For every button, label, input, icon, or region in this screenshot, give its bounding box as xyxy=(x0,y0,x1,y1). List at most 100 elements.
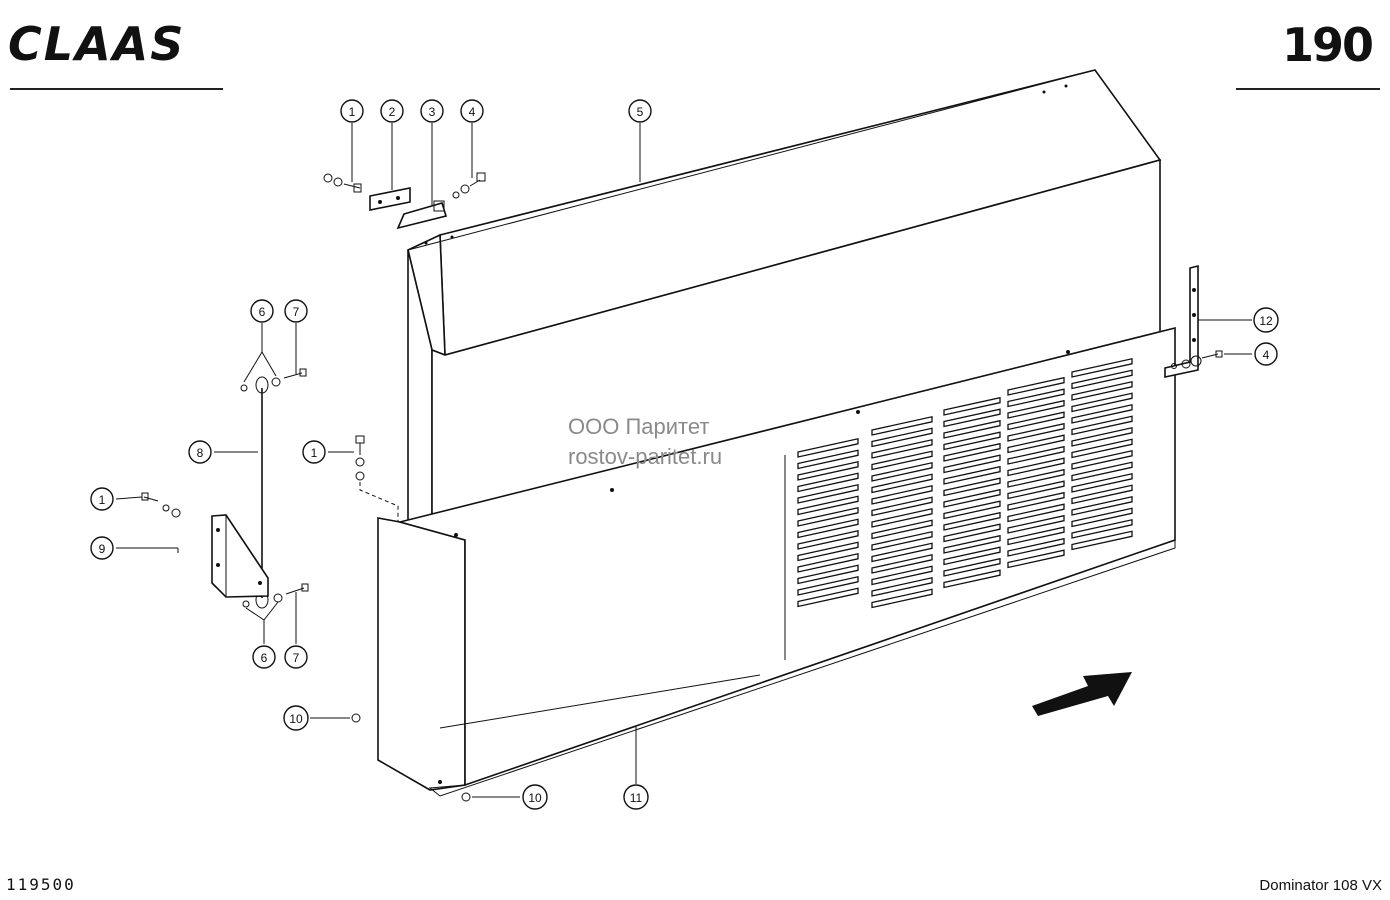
louver-slot xyxy=(943,465,1001,485)
callout-c12: 12 xyxy=(1253,307,1279,333)
callout-label: 2 xyxy=(389,105,396,119)
louver-slot xyxy=(871,461,933,482)
louver-slot xyxy=(871,507,933,528)
callout-c9: 9 xyxy=(90,536,114,560)
brand-text: CLAAS xyxy=(8,22,185,66)
direction-arrow xyxy=(1032,672,1132,716)
louver-slot xyxy=(943,534,1001,554)
louver-slot xyxy=(1071,484,1133,505)
louver-slot xyxy=(1007,445,1065,465)
callout-label: 12 xyxy=(1259,314,1273,328)
louver-slot xyxy=(871,530,933,551)
callout-label: 3 xyxy=(429,105,436,119)
louver-grille xyxy=(797,357,1133,609)
louver-slot xyxy=(871,519,933,540)
callout-label: 7 xyxy=(293,305,300,319)
side-bracket xyxy=(1164,264,1223,378)
lower-panel xyxy=(377,326,1176,797)
louver-slot xyxy=(1071,449,1133,470)
louver-slot xyxy=(871,438,933,459)
louver-slot xyxy=(1007,537,1065,557)
louver-slot xyxy=(943,454,1001,474)
leader-lines xyxy=(115,123,1252,798)
louver-slot xyxy=(1071,472,1133,493)
callout-c10b: 10 xyxy=(522,784,548,810)
callout-c6b: 6 xyxy=(252,645,276,669)
center-bolt xyxy=(355,435,399,522)
louver-slot xyxy=(1007,388,1065,408)
callout-label: 9 xyxy=(99,542,106,556)
louver-slot xyxy=(1007,422,1065,442)
callout-label: 4 xyxy=(469,105,476,119)
callout-c5: 5 xyxy=(628,99,652,123)
callout-c8: 8 xyxy=(188,440,212,464)
louver-slot xyxy=(871,450,933,471)
louver-slot xyxy=(943,511,1001,531)
louver-slot xyxy=(797,541,859,562)
louver-slot xyxy=(943,500,1001,520)
louver-slot xyxy=(943,431,1001,451)
louver-slot xyxy=(1007,411,1065,431)
louver-slot xyxy=(1071,426,1133,447)
header-rule-left xyxy=(10,88,223,90)
mounting-bracket xyxy=(141,492,269,598)
callout-label: 6 xyxy=(259,305,266,319)
callout-label: 8 xyxy=(197,446,204,460)
louver-slot xyxy=(871,496,933,517)
callout-label: 6 xyxy=(261,651,268,665)
louver-slot xyxy=(797,449,859,470)
louver-slot xyxy=(871,415,933,436)
watermark-company: ООО Паритет xyxy=(568,414,710,439)
upper-hood xyxy=(407,69,1162,532)
louver-slot xyxy=(943,523,1001,543)
louver-slot xyxy=(1071,461,1133,482)
claas-logo: CLAAS xyxy=(8,22,185,66)
louver-slot xyxy=(1071,530,1133,551)
watermark-url: rostov-paritet.ru xyxy=(568,444,723,469)
callout-label: 10 xyxy=(289,712,303,726)
callout-c1c: 1 xyxy=(90,487,114,511)
louver-slot xyxy=(1007,514,1065,534)
louver-slot xyxy=(943,557,1001,577)
louver-slot xyxy=(797,518,859,539)
callout-label: 4 xyxy=(1263,348,1270,362)
louver-slot xyxy=(1007,434,1065,454)
callout-label: 5 xyxy=(637,105,644,119)
louver-slot xyxy=(943,488,1001,508)
louver-slot xyxy=(943,442,1001,462)
louver-slot xyxy=(797,529,859,550)
callout-c7b: 7 xyxy=(284,645,308,669)
louver-slot xyxy=(943,569,1001,589)
callout-label: 11 xyxy=(630,791,643,805)
louver-slot xyxy=(797,495,859,516)
louver-slot xyxy=(871,542,933,563)
callout-c7a: 7 xyxy=(284,299,308,323)
louver-slot xyxy=(1071,380,1133,401)
louver-slot xyxy=(1071,369,1133,390)
louver-slot xyxy=(871,484,933,505)
callout-c6a: 6 xyxy=(250,299,274,323)
louver-slot xyxy=(943,546,1001,566)
nut-left xyxy=(351,713,361,723)
louver-slot xyxy=(1071,357,1133,378)
louver-slot xyxy=(943,408,1001,428)
louver-slot xyxy=(1007,399,1065,419)
louver-slot xyxy=(797,552,859,573)
louver-slot xyxy=(797,483,859,504)
louver-slot xyxy=(797,437,859,458)
louver-slot xyxy=(797,472,859,493)
louver-slot xyxy=(797,575,859,596)
louver-slot xyxy=(797,587,859,608)
louver-slot xyxy=(797,564,859,585)
louver-slot xyxy=(1071,518,1133,539)
callout-c2: 2 xyxy=(380,99,404,123)
callout-c1b: 1 xyxy=(302,440,326,464)
louver-slot xyxy=(1071,438,1133,459)
header-rule-right xyxy=(1236,88,1380,90)
louver-slot xyxy=(871,427,933,448)
callout-label: 7 xyxy=(293,651,300,665)
louver-slot xyxy=(1007,457,1065,477)
louver-slot xyxy=(1007,468,1065,488)
